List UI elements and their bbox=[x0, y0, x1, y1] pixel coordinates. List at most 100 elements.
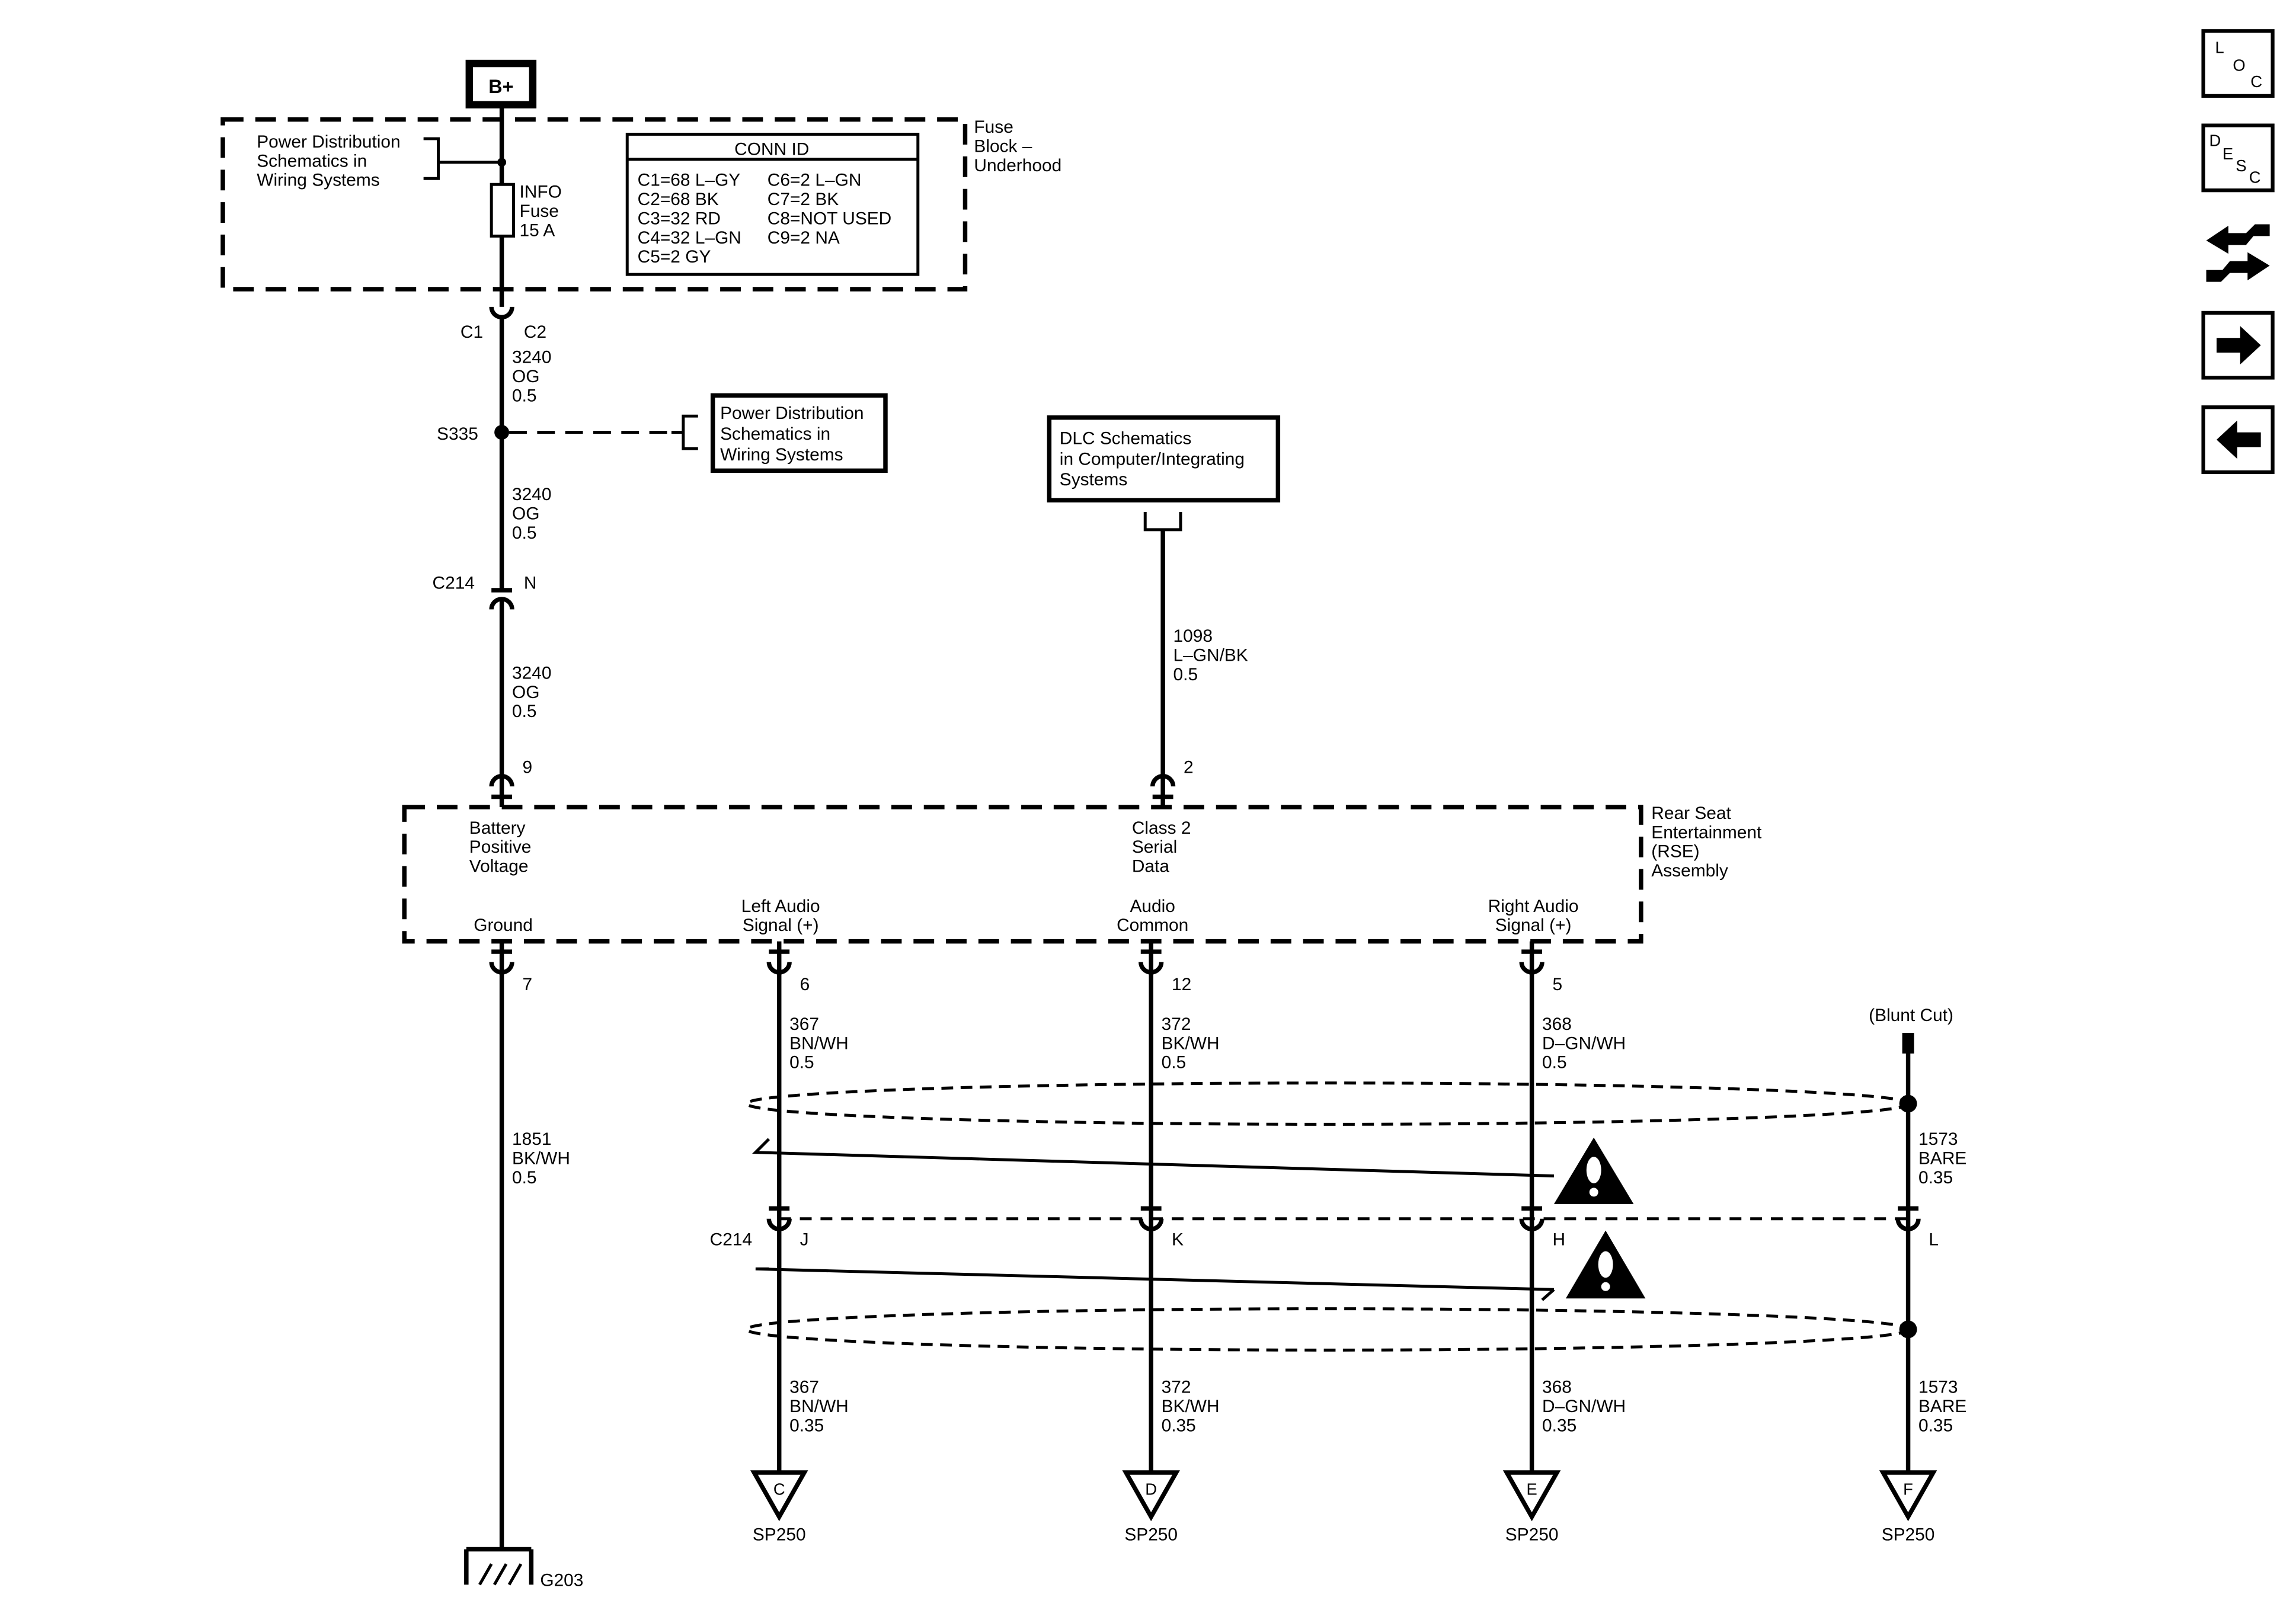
svg-text:3240: 3240 bbox=[512, 348, 551, 367]
wire-3240-label-3: 3240 OG 0.5 bbox=[512, 663, 551, 721]
caution-icon[interactable] bbox=[1565, 1230, 1646, 1299]
wire-1851-label: 1851 BK/WH 0.5 bbox=[512, 1129, 570, 1188]
svg-text:BK/WH: BK/WH bbox=[1162, 1033, 1220, 1053]
svg-text:Systems: Systems bbox=[1060, 470, 1128, 489]
svg-text:DLC Schematics: DLC Schematics bbox=[1060, 428, 1191, 448]
svg-text:Rear Seat: Rear Seat bbox=[1651, 804, 1731, 823]
wire-372-label-a: 372 BK/WH 0.5 bbox=[1162, 1014, 1220, 1073]
wire-368-label-a: 368 D–GN/WH 0.5 bbox=[1542, 1014, 1626, 1073]
svg-text:0.5: 0.5 bbox=[1173, 665, 1198, 684]
splice-s335: S335 bbox=[437, 414, 698, 450]
svg-text:Audio: Audio bbox=[1130, 897, 1175, 916]
connector-c214-n: C214 N bbox=[433, 574, 537, 610]
svg-text:5: 5 bbox=[1552, 975, 1562, 994]
svg-text:Class 2: Class 2 bbox=[1132, 818, 1191, 838]
connector-c1-c2: C1 C2 bbox=[461, 306, 546, 342]
wire-1573-label-b: 1573 BARE 0.35 bbox=[1918, 1378, 1966, 1436]
rse-pin-5: 5 bbox=[1519, 941, 1562, 994]
svg-text:Wiring Systems: Wiring Systems bbox=[257, 171, 379, 190]
svg-text:0.35: 0.35 bbox=[1162, 1416, 1196, 1435]
svg-text:2: 2 bbox=[1184, 758, 1194, 777]
svg-text:BK/WH: BK/WH bbox=[512, 1149, 570, 1169]
svg-text:Schematics in: Schematics in bbox=[720, 424, 830, 444]
svg-text:0.5: 0.5 bbox=[1162, 1053, 1187, 1073]
svg-text:E: E bbox=[1526, 1480, 1537, 1498]
svg-text:BN/WH: BN/WH bbox=[789, 1397, 849, 1416]
connector-c214-h: H bbox=[1519, 1206, 1565, 1250]
connector-c214-k: K bbox=[1139, 1206, 1184, 1250]
svg-text:BARE: BARE bbox=[1918, 1149, 1966, 1169]
svg-text:Underhood: Underhood bbox=[974, 156, 1061, 175]
rse-audio-common-label: Audio Common bbox=[1117, 897, 1188, 935]
svg-text:7: 7 bbox=[522, 975, 532, 994]
svg-text:(RSE): (RSE) bbox=[1651, 842, 1699, 862]
svg-text:Common: Common bbox=[1117, 916, 1188, 935]
svg-text:SP250: SP250 bbox=[1124, 1525, 1178, 1545]
prev-arrow-icon[interactable] bbox=[2201, 405, 2275, 474]
svg-text:L–GN/BK: L–GN/BK bbox=[1173, 646, 1248, 665]
rse-right-audio-label: Right Audio Signal (+) bbox=[1488, 897, 1579, 935]
svg-text:C7=2 BK: C7=2 BK bbox=[768, 190, 839, 209]
conn-id-title: CONN ID bbox=[734, 139, 809, 159]
svg-text:S: S bbox=[2236, 156, 2246, 175]
svg-text:6: 6 bbox=[800, 975, 810, 994]
wire-367-label-b: 367 BN/WH 0.35 bbox=[789, 1378, 849, 1436]
svg-text:9: 9 bbox=[522, 758, 532, 777]
dlc-schematics-ref[interactable]: DLC Schematics in Computer/Integrating S… bbox=[1047, 415, 1281, 502]
wire-372-label-b: 372 BK/WH 0.35 bbox=[1162, 1378, 1220, 1436]
power-distribution-ref[interactable]: Power Distribution Schematics in Wiring … bbox=[257, 132, 502, 190]
offpage-connector-f[interactable]: F SP250 bbox=[1879, 1470, 1937, 1545]
offpage-connector-e[interactable]: E SP250 bbox=[1502, 1470, 1561, 1545]
svg-text:(Blunt Cut): (Blunt Cut) bbox=[1869, 1006, 1953, 1025]
wire-368-label-b: 368 D–GN/WH 0.35 bbox=[1542, 1378, 1626, 1436]
power-distribution-ref-2[interactable]: Power Distribution Schematics in Wiring … bbox=[710, 393, 888, 473]
svg-text:BK/WH: BK/WH bbox=[1162, 1397, 1220, 1416]
wire-367-label-a: 367 BN/WH 0.5 bbox=[789, 1014, 849, 1073]
svg-text:L: L bbox=[2215, 39, 2224, 57]
svg-text:Positive: Positive bbox=[469, 837, 532, 857]
svg-text:372: 372 bbox=[1162, 1014, 1191, 1034]
svg-text:C1=68 L–GY: C1=68 L–GY bbox=[638, 171, 741, 190]
svg-text:C9=2 NA: C9=2 NA bbox=[768, 228, 840, 248]
svg-text:D–GN/WH: D–GN/WH bbox=[1542, 1033, 1626, 1053]
rse-class2-label: Class 2 Serial Data bbox=[1132, 818, 1191, 876]
svg-text:K: K bbox=[1172, 1230, 1184, 1250]
connector-toggle-icon[interactable] bbox=[2206, 224, 2270, 282]
svg-text:Block –: Block – bbox=[974, 136, 1032, 156]
svg-text:368: 368 bbox=[1542, 1378, 1572, 1397]
next-arrow-icon[interactable] bbox=[2201, 311, 2275, 380]
svg-text:C214: C214 bbox=[433, 574, 475, 593]
offpage-connector-d[interactable]: D SP250 bbox=[1122, 1470, 1180, 1545]
conn-id-table: CONN ID C1=68 L–GY C2=68 BK C3=32 RD C4=… bbox=[625, 133, 920, 276]
svg-text:C1: C1 bbox=[461, 322, 483, 342]
svg-text:C3=32 RD: C3=32 RD bbox=[638, 209, 721, 228]
svg-text:E: E bbox=[2223, 145, 2233, 163]
svg-text:Signal (+): Signal (+) bbox=[1495, 916, 1572, 935]
ground-g203: G203 bbox=[464, 1547, 583, 1590]
svg-text:OG: OG bbox=[512, 504, 539, 523]
offpage-connector-c[interactable]: C SP250 bbox=[750, 1470, 808, 1545]
blunt-cut: (Blunt Cut) bbox=[1869, 1006, 1953, 1054]
desc-icon[interactable]: D E S C bbox=[2201, 123, 2275, 193]
svg-text:S335: S335 bbox=[437, 424, 478, 444]
svg-text:C214: C214 bbox=[710, 1230, 752, 1250]
svg-text:Schematics in: Schematics in bbox=[257, 151, 367, 171]
svg-text:372: 372 bbox=[1162, 1378, 1191, 1397]
svg-text:in Computer/Integrating: in Computer/Integrating bbox=[1060, 449, 1245, 469]
svg-text:C: C bbox=[2249, 168, 2261, 187]
svg-text:1573: 1573 bbox=[1918, 1129, 1958, 1149]
svg-text:C: C bbox=[773, 1480, 785, 1498]
battery-source: B+ bbox=[465, 59, 537, 109]
caution-icon[interactable] bbox=[1553, 1137, 1634, 1204]
svg-text:SP250: SP250 bbox=[753, 1525, 806, 1545]
svg-text:0.35: 0.35 bbox=[789, 1416, 824, 1435]
svg-text:Left Audio: Left Audio bbox=[741, 897, 820, 916]
rse-name: Rear Seat Entertainment (RSE) Assembly bbox=[1651, 804, 1762, 881]
svg-text:H: H bbox=[1552, 1230, 1565, 1250]
loc-icon[interactable]: L O C bbox=[2201, 29, 2275, 98]
svg-text:3240: 3240 bbox=[512, 663, 551, 683]
rse-pin-7: 7 bbox=[489, 941, 532, 994]
rse-pin-9: 9 bbox=[489, 758, 532, 808]
svg-text:L: L bbox=[1929, 1230, 1939, 1250]
svg-text:Wiring Systems: Wiring Systems bbox=[720, 445, 843, 465]
